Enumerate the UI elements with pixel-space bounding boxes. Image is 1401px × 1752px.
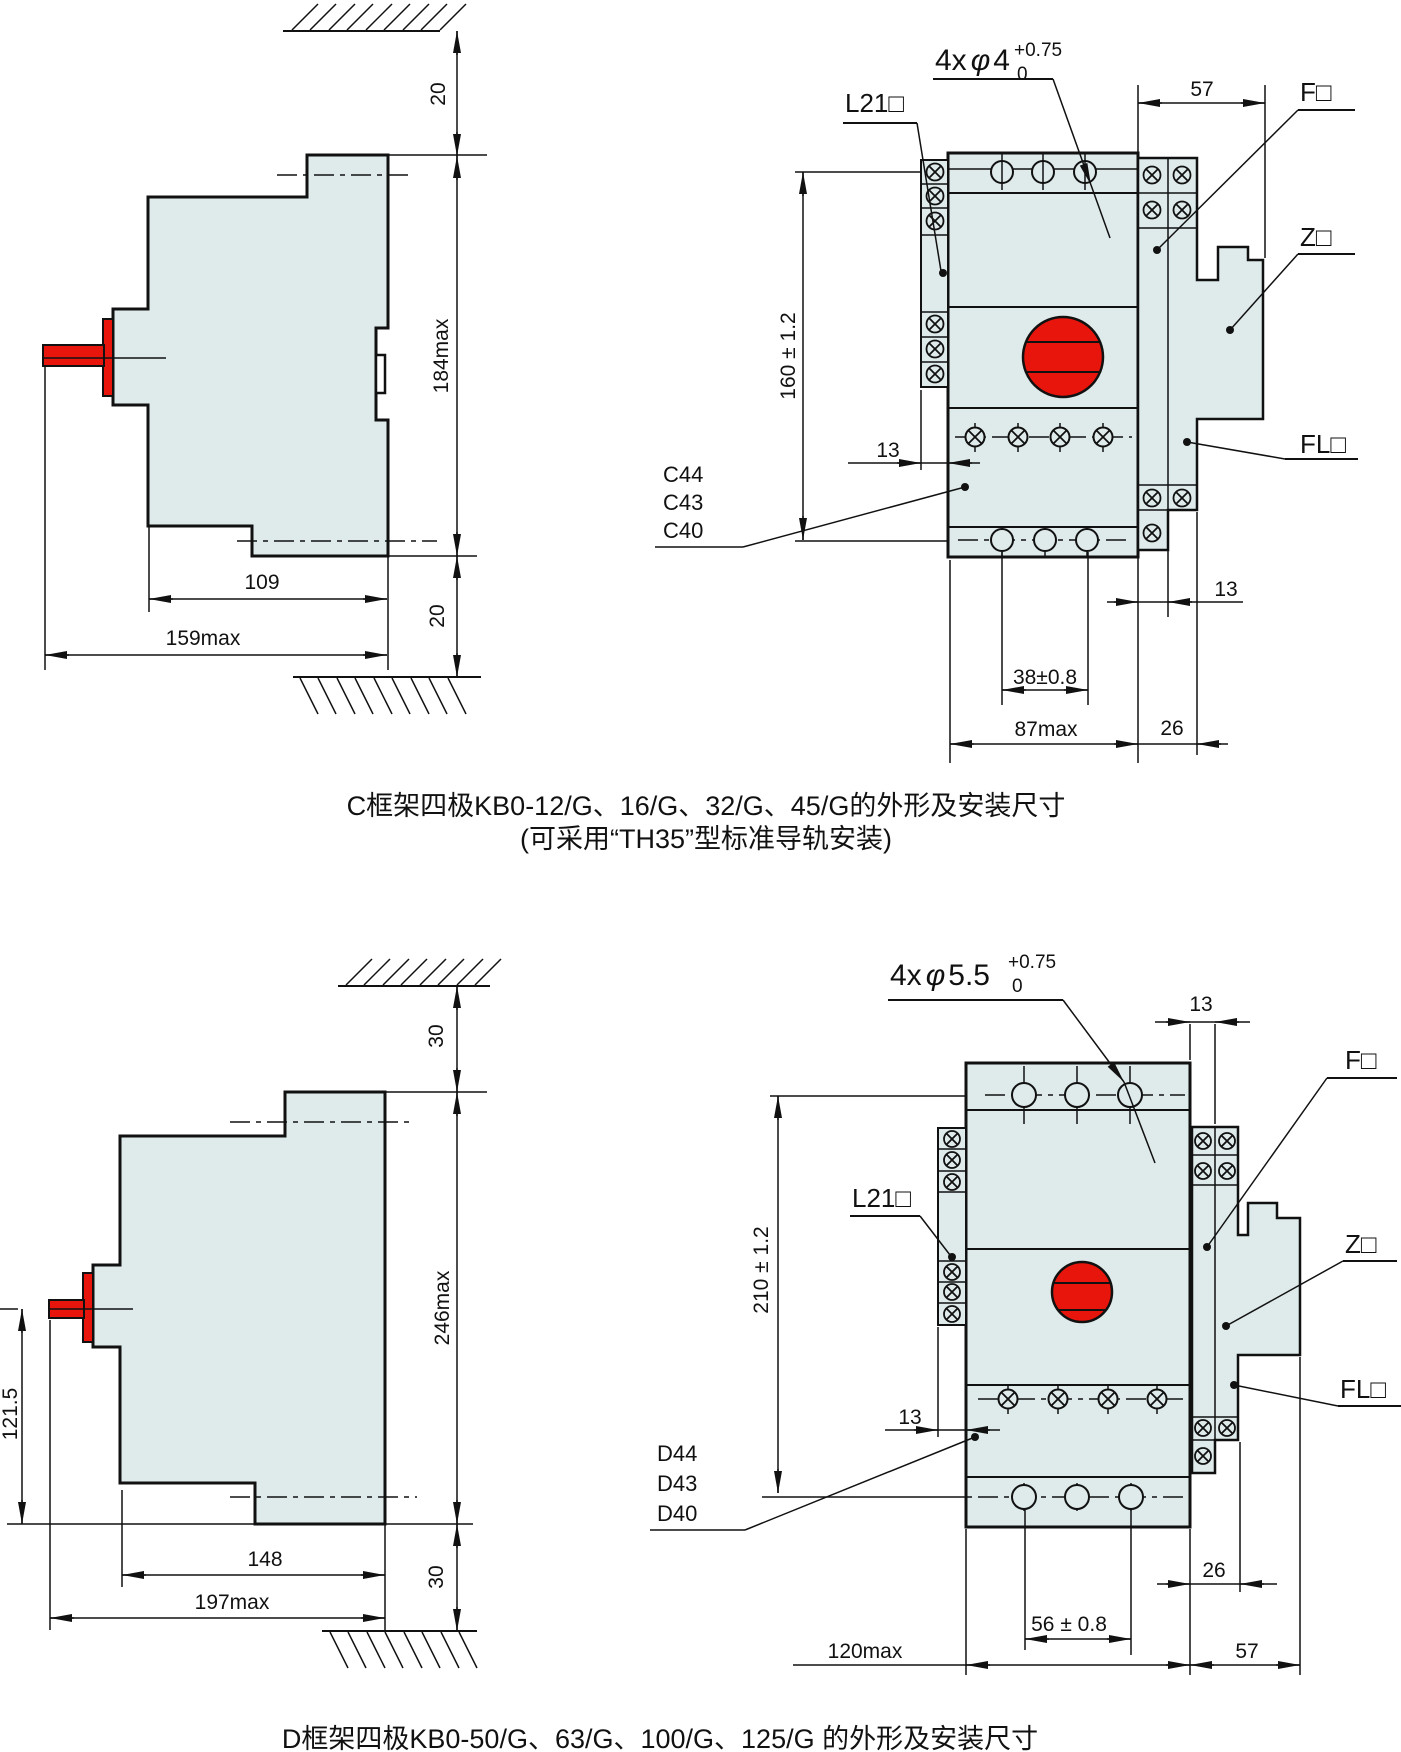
- d-dim-height-tol: 210 ± 1.2: [750, 1226, 773, 1313]
- d-dim-26: [1157, 1442, 1277, 1592]
- d-dim-body-width: 120max: [828, 1640, 903, 1663]
- c-dim-87: [949, 552, 1139, 763]
- c-z-callout: Z□: [1226, 222, 1355, 334]
- d-dim-flange-offset: 13: [1189, 993, 1212, 1016]
- c-l21-callout: L21□: [843, 88, 947, 277]
- c-rail-clip: [374, 353, 387, 395]
- svg-text:F□: F□: [1300, 77, 1332, 107]
- c-side-view: 20 184max 20 109 159max: [42, 3, 487, 715]
- svg-text:D40: D40: [657, 1501, 697, 1526]
- d-dim-57: [1190, 1357, 1301, 1675]
- c-dim-hole-pitch: 38±0.8: [1013, 666, 1077, 689]
- svg-text:D44: D44: [657, 1441, 697, 1466]
- c-side-body: [111, 153, 390, 558]
- d-caption-line1: D框架四极KB0-50/G、63/G、100/G、125/G 的外形及安装尺寸: [282, 1724, 1038, 1752]
- c-dim-flange-width: 26: [1160, 717, 1183, 740]
- svg-text:D43: D43: [657, 1471, 697, 1496]
- d-frame-figure: 30 246max 30 121.5 148 197max: [0, 952, 1401, 1752]
- svg-text:C43: C43: [663, 490, 703, 515]
- d-dim-13-left: [885, 1327, 1000, 1437]
- svg-text:F□: F□: [1345, 1045, 1377, 1075]
- terminal-screw-icons: [925, 162, 945, 384]
- c-model-callout: C44 C43 C40: [655, 462, 969, 548]
- c-handle: [42, 344, 105, 367]
- c-ceiling-hatch: [291, 3, 467, 31]
- c-dim-gap-bottom: 20: [426, 604, 449, 627]
- svg-text:Z□: Z□: [1300, 222, 1332, 252]
- c-frame-figure: 20 184max 20 109 159max: [42, 3, 1358, 854]
- c-dim-total-depth: 159max: [166, 627, 241, 650]
- svg-text:+0.75: +0.75: [1014, 40, 1062, 61]
- d-top-holes: [985, 1066, 1185, 1124]
- d-bottom-holes: [978, 1483, 1185, 1511]
- d-side-view: 30 246max 30 121.5 148 197max: [0, 958, 502, 1669]
- d-dim-strip-offset: 13: [898, 1406, 921, 1429]
- svg-text:+0.75: +0.75: [1008, 952, 1056, 973]
- d-dim-height: 246max: [431, 1270, 454, 1345]
- c-dim-top-width: 57: [1190, 78, 1213, 101]
- c-red-button: [1021, 315, 1105, 399]
- d-l21-callout: L21□: [850, 1183, 956, 1261]
- c-floor-hatch: [299, 677, 467, 715]
- c-dim-height: 184max: [430, 318, 453, 393]
- svg-text:0: 0: [1012, 976, 1023, 997]
- svg-text:L21□: L21□: [845, 88, 904, 118]
- c-dim-strip-offset: 13: [876, 439, 899, 462]
- d-z-callout: Z□: [1222, 1229, 1397, 1330]
- c-right-attachment: [1136, 156, 1265, 552]
- c-dim-38: [1001, 552, 1089, 705]
- c-dim-body-width: 87max: [1014, 718, 1078, 741]
- d-dim-body-depth: 148: [247, 1548, 282, 1571]
- c-bottom-holes: [958, 526, 1132, 556]
- svg-text:L21□: L21□: [852, 1183, 911, 1213]
- svg-text:FL□: FL□: [1340, 1374, 1386, 1404]
- d-dim-gap-bottom: 30: [425, 1565, 448, 1588]
- d-dim-hole-pitch: 56 ± 0.8: [1031, 1613, 1107, 1636]
- d-middle-screws: [978, 1384, 1185, 1414]
- c-caption-line2: (可采用“TH35”型标准导轨安装): [520, 824, 892, 854]
- d-dim-handle-height: 121.5: [0, 1388, 22, 1441]
- c-dim-57: [1137, 85, 1266, 258]
- d-fl-callout: FL□: [1230, 1374, 1401, 1407]
- d-dim-210: [762, 1095, 972, 1498]
- c-middle-screws: [955, 423, 1132, 452]
- d-model-callout: D44 D43 D40: [650, 1433, 979, 1531]
- c-dim-height-tol: 160 ± 1.2: [777, 312, 800, 399]
- svg-text:Z□: Z□: [1345, 1229, 1377, 1259]
- d-terminal-strip: [937, 1127, 967, 1326]
- c-fl-callout: FL□: [1183, 429, 1358, 460]
- c-dim-13-left: [848, 390, 980, 470]
- c-dim-gap-top: 20: [427, 82, 450, 105]
- d-dim-56: [1024, 1510, 1132, 1655]
- d-dim-gap-top: 30: [425, 1024, 448, 1047]
- d-dim-flange-depth: 57: [1235, 1640, 1258, 1663]
- c-dim-body-depth: 109: [244, 571, 279, 594]
- svg-text:C44: C44: [663, 462, 703, 487]
- d-floor-hatch: [329, 1631, 478, 1669]
- d-dim-flange-width: 26: [1202, 1559, 1225, 1582]
- c-dim-13-right: [1107, 512, 1243, 617]
- svg-text:FL□: FL□: [1300, 429, 1346, 459]
- c-caption-line1: C框架四极KB0-12/G、16/G、32/G、45/G的外形及安装尺寸: [347, 791, 1066, 821]
- c-dim-160: [795, 171, 948, 542]
- d-right-attachment: [1190, 1125, 1302, 1475]
- c-dim-26: [1138, 512, 1228, 755]
- svg-text:0: 0: [1017, 64, 1028, 85]
- d-side-body: [91, 1090, 387, 1526]
- svg-text:C40: C40: [663, 518, 703, 543]
- d-f-callout: F□: [1203, 1045, 1397, 1251]
- d-red-button: [1050, 1260, 1114, 1324]
- d-dim-total-depth: 197max: [195, 1591, 270, 1614]
- d-dim-13-top: [1155, 1018, 1250, 1124]
- c-dim-flange-offset: 13: [1214, 578, 1237, 601]
- d-ceiling-hatch: [345, 958, 502, 986]
- d-dim-120: [793, 1529, 1191, 1675]
- c-f-callout: F□: [1153, 77, 1355, 254]
